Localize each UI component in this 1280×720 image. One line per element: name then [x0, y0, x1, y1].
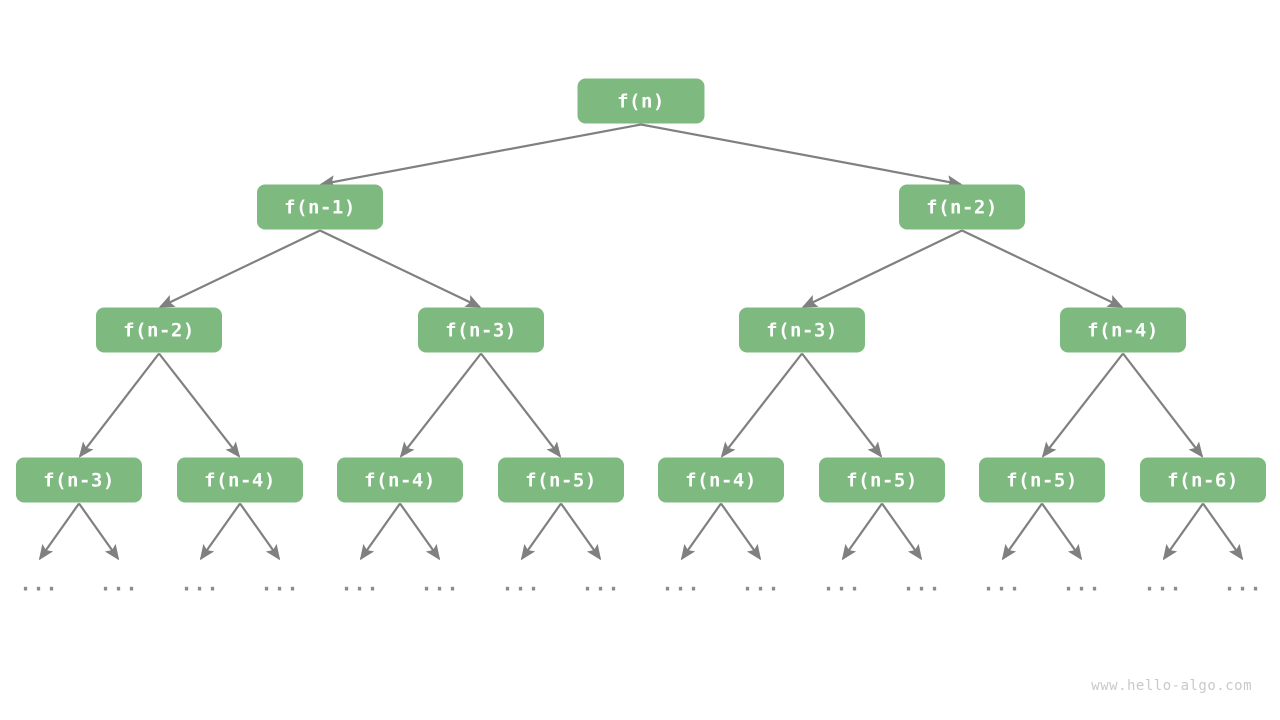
- tree-edge-leaf: [560, 502, 602, 561]
- tree-node-box: [658, 457, 784, 503]
- tree-node-box: [418, 307, 544, 353]
- ellipses-layer: ........................................…: [19, 572, 1262, 596]
- tree-edge-leaf: [359, 502, 401, 561]
- ellipsis-label: ...: [741, 572, 780, 596]
- tree-edge: [158, 229, 321, 308]
- tree-edge-leaf: [239, 502, 281, 561]
- watermark-label: www.hello-algo.com: [1091, 678, 1252, 694]
- tree-edge: [1122, 352, 1204, 458]
- tree-edge: [319, 123, 642, 189]
- tree-edge: [961, 229, 1124, 308]
- tree-node-box: [979, 457, 1105, 503]
- tree-node[interactable]: f(n-6): [1140, 457, 1266, 503]
- tree-node-label: f(n-3): [766, 320, 838, 342]
- tree-node[interactable]: f(n-3): [739, 307, 865, 353]
- tree-edge-leaf: [881, 502, 923, 561]
- tree-edge-leaf: [399, 502, 441, 561]
- ellipsis-label: ...: [1062, 572, 1101, 596]
- tree-node[interactable]: f(n-4): [337, 457, 463, 503]
- tree-edge-leaf: [199, 502, 241, 561]
- ellipsis-label: ...: [260, 572, 299, 596]
- ellipsis-label: ...: [822, 572, 861, 596]
- tree-node-box: [257, 184, 383, 230]
- tree-node[interactable]: f(n-1): [257, 184, 383, 230]
- tree-edge: [480, 352, 562, 458]
- tree-node[interactable]: f(n-4): [177, 457, 303, 503]
- tree-node-label: f(n-3): [445, 320, 517, 342]
- ellipsis-label: ...: [581, 572, 620, 596]
- tree-node-label: f(n-5): [1006, 470, 1078, 492]
- tree-edge: [399, 352, 482, 458]
- ellipsis-label: ...: [99, 572, 138, 596]
- tree-node[interactable]: f(n-4): [1060, 307, 1186, 353]
- tree-node[interactable]: f(n-4): [658, 457, 784, 503]
- tree-edge-leaf: [841, 502, 883, 561]
- ellipsis-label: ...: [19, 572, 58, 596]
- tree-edge: [78, 352, 160, 458]
- tree-node[interactable]: f(n-2): [899, 184, 1025, 230]
- tree-node-label: f(n-5): [525, 470, 597, 492]
- tree-edge-leaf: [1202, 502, 1244, 561]
- tree-edge: [801, 352, 883, 458]
- ellipsis-label: ...: [1223, 572, 1262, 596]
- tree-node[interactable]: f(n-3): [418, 307, 544, 353]
- tree-node-box: [819, 457, 945, 503]
- tree-node-label: f(n): [617, 91, 665, 113]
- tree-node-label: f(n-5): [846, 470, 918, 492]
- tree-node[interactable]: f(n-3): [16, 457, 142, 503]
- tree-node-label: f(n-2): [926, 197, 998, 219]
- tree-edge: [801, 229, 963, 308]
- tree-node[interactable]: f(n-5): [498, 457, 624, 503]
- tree-node-label: f(n-4): [204, 470, 276, 492]
- tree-edge-leaf: [1041, 502, 1083, 561]
- tree-node-box: [739, 307, 865, 353]
- tree-node-label: f(n-6): [1167, 470, 1239, 492]
- tree-node-box: [498, 457, 624, 503]
- ellipsis-label: ...: [340, 572, 379, 596]
- tree-node-box: [577, 78, 705, 124]
- ellipsis-label: ...: [1143, 572, 1182, 596]
- tree-node[interactable]: f(n-5): [979, 457, 1105, 503]
- tree-node-label: f(n-2): [123, 320, 195, 342]
- tree-node-box: [1060, 307, 1186, 353]
- tree-node[interactable]: f(n): [577, 78, 705, 124]
- ellipsis-label: ...: [501, 572, 540, 596]
- tree-node[interactable]: f(n-2): [96, 307, 222, 353]
- tree-node-label: f(n-3): [43, 470, 115, 492]
- tree-node-box: [177, 457, 303, 503]
- tree-node-box: [1140, 457, 1266, 503]
- tree-edge: [1041, 352, 1124, 458]
- ellipsis-label: ...: [420, 572, 459, 596]
- tree-edge: [720, 352, 803, 458]
- ellipsis-label: ...: [661, 572, 700, 596]
- tree-node-box: [899, 184, 1025, 230]
- tree-edge-leaf: [1001, 502, 1043, 561]
- tree-node-label: f(n-4): [1087, 320, 1159, 342]
- tree-node-label: f(n-4): [685, 470, 757, 492]
- edges-layer: [78, 123, 1204, 458]
- tree-edge-leaf: [680, 502, 722, 561]
- tree-node-box: [16, 457, 142, 503]
- tree-edge: [319, 229, 482, 308]
- ellipsis-label: ...: [982, 572, 1021, 596]
- tree-node[interactable]: f(n-5): [819, 457, 945, 503]
- ellipsis-label: ...: [180, 572, 219, 596]
- tree-edge: [158, 352, 241, 458]
- leaf-arrows-layer: [38, 502, 1244, 561]
- ellipsis-label: ...: [902, 572, 941, 596]
- tree-node-label: f(n-4): [364, 470, 436, 492]
- tree-node-label: f(n-1): [284, 197, 356, 219]
- tree-edge: [640, 123, 963, 189]
- tree-edge-leaf: [1162, 502, 1204, 561]
- tree-node-box: [337, 457, 463, 503]
- tree-edge-leaf: [78, 502, 120, 561]
- tree-edge-leaf: [520, 502, 562, 561]
- nodes-layer: f(n) f(n-1) f(n-2) f(n-2) f(n-3) f(n-3) f(n-4)…: [16, 78, 1266, 503]
- tree-node-box: [96, 307, 222, 353]
- tree-edge-leaf: [720, 502, 762, 561]
- tree-edge-leaf: [38, 502, 80, 561]
